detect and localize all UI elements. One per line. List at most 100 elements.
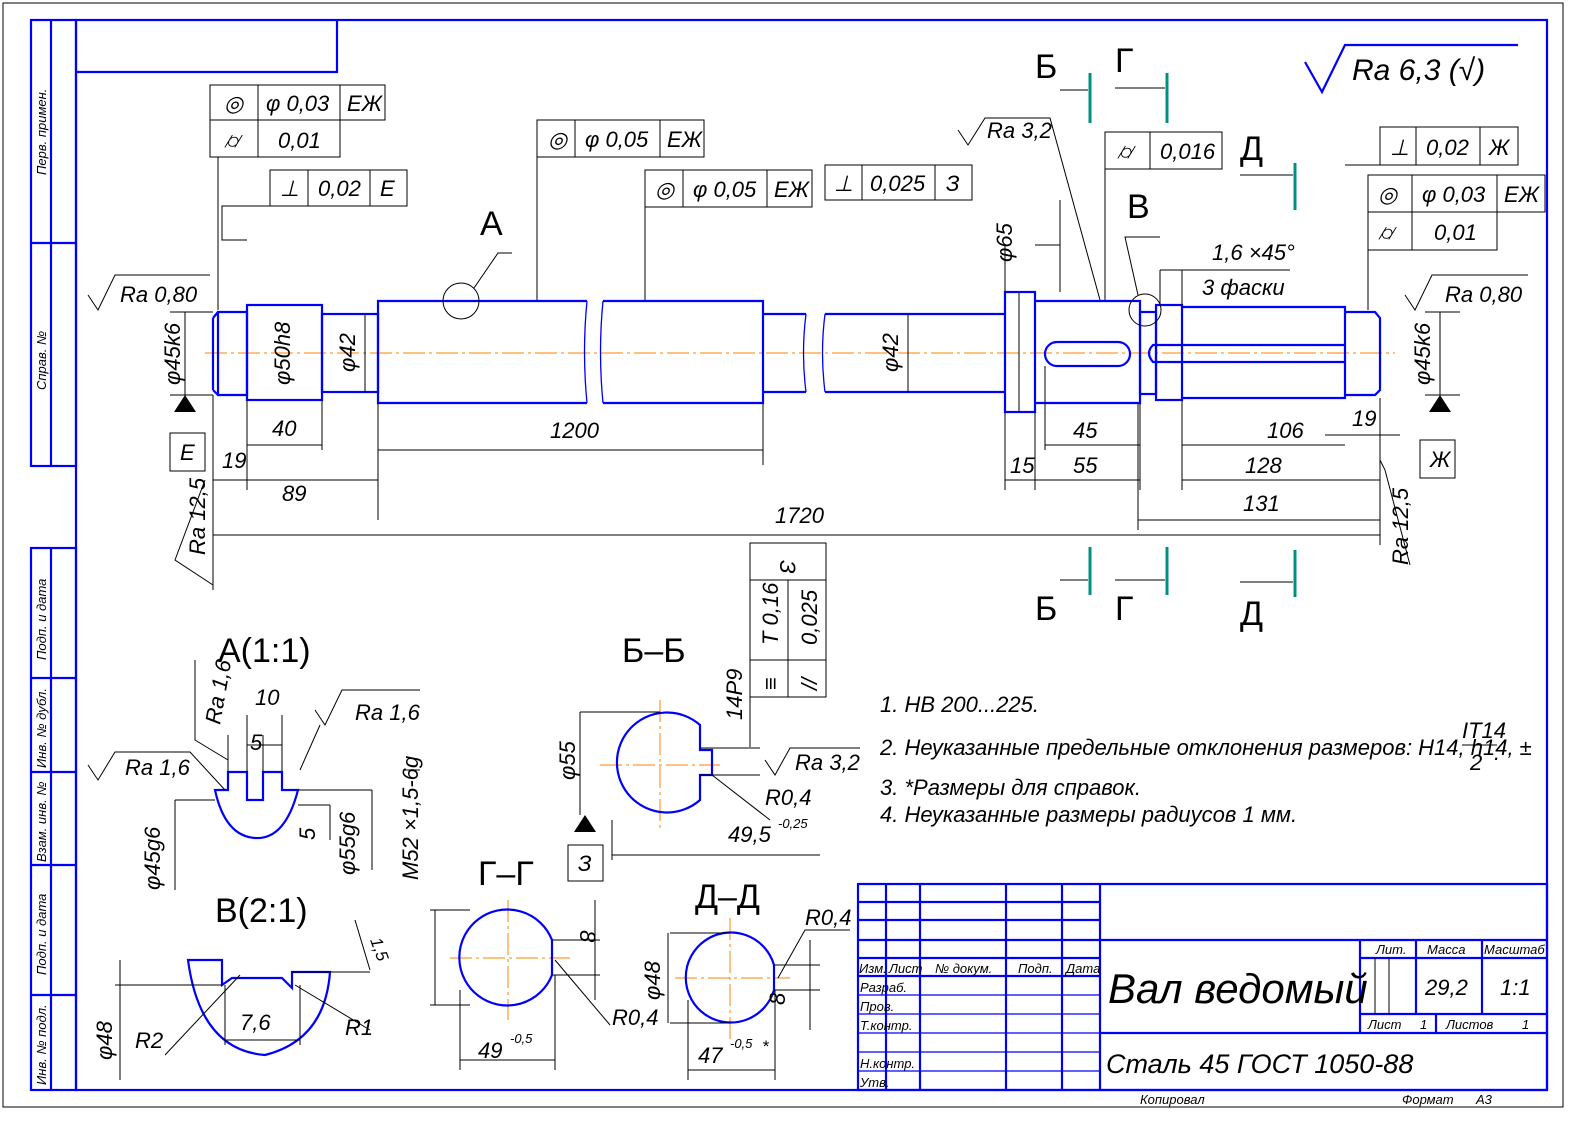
dim-1200: 1200	[550, 418, 600, 443]
tolerance-minus-0-25: -0,25	[778, 816, 808, 831]
callout-circle-v	[1128, 293, 1162, 327]
tolerance-value: 0,025	[797, 589, 822, 645]
role-approved: Утв.	[859, 1075, 890, 1090]
tolerance-frame-7: ⊥ 0,02 Ж	[1345, 126, 1519, 166]
dim-49-5: 49,5	[728, 822, 772, 847]
section-gg-title: Г–Г	[478, 855, 534, 893]
dim-r1: R1	[345, 1015, 373, 1040]
dim-15: 15	[1010, 453, 1035, 478]
tolerance-base: З	[946, 171, 960, 196]
dim-131: 131	[1243, 491, 1280, 516]
sheets-value: 1	[1522, 1017, 1529, 1032]
tolerance-value: φ 0,03	[1422, 182, 1486, 207]
dim-phi55g6: φ55g6	[335, 811, 360, 875]
header-list: Лист	[888, 961, 923, 976]
copied-label: Копировал	[1140, 1092, 1205, 1107]
datum-triangle	[174, 395, 196, 412]
dim-5: 5	[250, 730, 263, 755]
title-block-headers: Изм. Лист № докум. Подп. Дата	[859, 961, 1100, 976]
shaft-main-view	[205, 236, 1395, 414]
section-dd-view: Д–Д φ48 R0,4 8 47 -0,5 *	[640, 878, 851, 1080]
note-2-end: .	[1494, 740, 1500, 765]
roughness-section-b: Ra 3,2	[795, 750, 860, 775]
roughness-a-3: Ra 1,6	[355, 700, 421, 725]
dim-49: 49	[478, 1038, 502, 1063]
parallelism-icon: //	[797, 676, 822, 692]
dim-thread: M52 ×1,5-6g	[398, 755, 423, 880]
perpendicularity-icon: ⊥	[1390, 135, 1409, 160]
part-name: Вал ведомый	[1108, 965, 1368, 1012]
lit-label: Лит.	[1375, 942, 1406, 957]
format-label: Формат	[1402, 1092, 1454, 1107]
dim-phi45g6: φ45g6	[140, 826, 165, 890]
dim-5: 5	[295, 827, 320, 840]
datum-triangle	[1429, 395, 1451, 412]
section-gg-view: Г–Г 8 R0,4 49 -0,5	[450, 855, 658, 1070]
section-label-d-top: Д	[1240, 130, 1263, 168]
tolerance-frame-4: ◎ φ 0,05 ЕЖ	[644, 169, 813, 300]
dim-phi50h8: φ50h8	[270, 321, 295, 385]
dim-phi45k6-right: φ45k6	[1410, 322, 1435, 385]
dim-106: 106	[1267, 418, 1304, 443]
top-left-box	[76, 20, 339, 74]
tolerance-value: 0,016	[1160, 139, 1216, 164]
section-label-d-bottom: Д	[1240, 595, 1263, 633]
tolerance-base: Ж	[1488, 135, 1511, 160]
tolerance-frame-5: ⊥ 0,025 З	[824, 164, 973, 201]
roughness-left-end: Ra 0,80	[120, 282, 198, 307]
dim-r0-4: R0,4	[612, 1005, 658, 1030]
dim-7-6: 7,6	[240, 1010, 271, 1035]
role-checker: Пров.	[860, 999, 894, 1014]
tolerance-frame-2: ⊥ 0,02 Е	[221, 169, 408, 241]
dim-r0-4: R0,4	[765, 785, 811, 810]
dim-r0-4: R0,4	[805, 905, 851, 930]
dim-14p9: 14P9	[722, 669, 747, 720]
roughness-a-2: Ra 1,6	[200, 657, 236, 726]
roughness-icon	[1404, 274, 1528, 312]
tolerance-value: 0,02	[1426, 135, 1469, 160]
callout-a-label: А	[480, 205, 503, 243]
dim-1720: 1720	[775, 503, 825, 528]
header-doc-no: № докум.	[935, 961, 992, 976]
note-2: 2. Неуказанные предельные отклонения раз…	[879, 735, 1532, 760]
roughness-right-end: Ra 0,80	[1445, 282, 1523, 307]
datum-z: З	[578, 851, 592, 876]
stamp-label: Справ. №	[34, 331, 49, 390]
tolerance-frames: ◎ φ 0,03 ЕЖ ⌭ 0,01 ⊥ 0,02 Е ◎ φ 0,05 ЕЖ …	[209, 84, 1546, 747]
section-bb-view: Б–Б φ55 14P9 R0,4 49,5 -0,25 Ra 3,2	[555, 632, 860, 860]
note-2-fraction-den: 2	[1469, 750, 1482, 775]
tolerance-value: φ 0,05	[693, 177, 757, 202]
section-label-g-top: Г	[1115, 42, 1133, 80]
role-tech-control: Т.контр.	[860, 1018, 912, 1033]
callout-v-label: В	[1127, 188, 1150, 226]
tolerance-value: 0,01	[1434, 220, 1477, 245]
dim-19-right: 19	[1352, 406, 1376, 431]
tolerance-base: ЕЖ	[347, 91, 384, 116]
dim-phi48: φ48	[640, 960, 665, 1000]
roughness-general-icon	[1304, 43, 1518, 95]
dim-40: 40	[272, 416, 297, 441]
coaxiality-icon: ◎	[548, 127, 569, 152]
roughness-general: Ra 6,3 (√)	[1352, 54, 1485, 87]
tolerance-value: T 0,16	[758, 582, 783, 645]
dimension-texts: φ45k6 φ50h8 φ42 40 19 89 1200 1720 φ42 φ…	[160, 222, 1435, 528]
role-norm-control: Н.контр.	[860, 1056, 915, 1071]
dim-1-5: 1,5	[366, 935, 392, 964]
note-2-fraction-num: IT14	[1462, 718, 1506, 743]
section-label-b-bottom: Б	[1035, 590, 1057, 628]
section-dd-title: Д–Д	[695, 878, 760, 916]
section-markers: Б Г Д Б Г Д А В	[480, 42, 1297, 633]
dim-phi45k6-left: φ45k6	[160, 322, 185, 385]
technical-notes: 1. НВ 200...225. 2. Неуказанные предельн…	[879, 692, 1532, 827]
tolerance-base: ЕЖ	[774, 177, 811, 202]
dim-phi48: φ48	[92, 1020, 117, 1060]
detail-v-title: В(2:1)	[215, 892, 308, 930]
sheet-value: 1	[1420, 1017, 1427, 1032]
symmetry-icon: ≡	[758, 677, 783, 690]
datum-e: Е	[180, 440, 195, 465]
sheets-label: Листов	[1445, 1017, 1494, 1032]
dim-phi65: φ65	[992, 222, 1017, 262]
perpendicularity-icon: ⊥	[834, 171, 853, 196]
dim-47: 47	[698, 1043, 723, 1068]
